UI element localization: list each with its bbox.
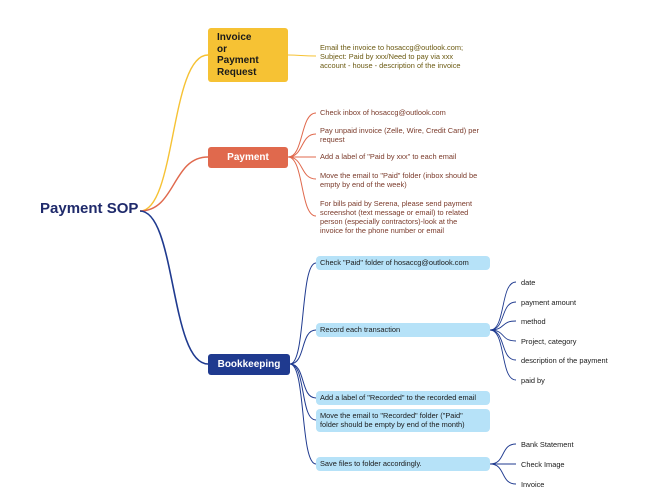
book-item-check-paid-folder: Check "Paid" folder of hosaccg@outlook.c… [316,256,490,270]
connector-root-payment [139,156,209,212]
book-item-record-transaction: Record each transaction [316,323,490,337]
connector-field-2 [489,301,517,331]
branch-invoice-request: Invoice or Payment Request [208,28,288,82]
payment-item-add-label: Add a label of "Paid by xxx" to each ema… [320,152,457,161]
save-target-bank-statement: Bank Statement [521,440,574,449]
connector-book-item-5 [289,363,317,465]
payment-item-move-email: Move the email to "Paid" folder (inbox s… [320,171,478,189]
connector-book-item-4 [289,363,317,421]
record-field-description: description of the payment [521,356,608,365]
payment-item-check-inbox: Check inbox of hosaccg@outlook.com [320,108,446,117]
record-field-method: method [521,317,546,326]
book-item-add-recorded-label: Add a label of "Recorded" to the recorde… [316,391,490,405]
connector-field-3 [489,320,517,331]
save-target-invoice: Invoice [521,480,545,489]
connector-payment-item-4 [287,156,317,180]
connector-invoice-item [287,54,317,57]
record-field-payment-amount: payment amount [521,298,577,307]
invoice-item-email-instructions: Email the invoice to hosaccg@outlook.com… [320,43,464,70]
connector-book-item-2 [289,329,317,365]
branch-payment-label: Payment [227,152,269,163]
save-target-check-image: Check Image [521,460,565,469]
connector-book-item-1 [289,262,317,365]
record-field-project-category: Project, category [521,337,577,346]
branch-payment: Payment [208,147,288,168]
connector-root-invoice [139,54,209,212]
connector-payment-item-2 [287,133,317,158]
connector-root-bookkeeping [139,210,209,365]
record-field-date: date [521,278,536,287]
connector-field-1 [489,281,517,331]
root-topic-title: Payment SOP [40,200,139,217]
connector-payment-item-1 [287,112,317,158]
record-field-paid-by: paid by [521,376,545,385]
connector-payment-item-5 [287,156,317,217]
branch-bookkeeping: Bookkeeping [208,354,290,375]
connector-save-1 [489,443,517,465]
payment-item-pay-invoice: Pay unpaid invoice (Zelle, Wire, Credit … [320,126,479,144]
payment-item-serena-bills: For bills paid by Serena, please send pa… [320,199,473,235]
book-item-move-to-recorded: Move the email to "Recorded" folder ("Pa… [316,409,490,432]
connector-field-6 [489,329,517,381]
connector-save-3 [489,463,517,485]
branch-bookkeeping-label: Bookkeeping [217,359,281,370]
branch-invoice-label: Invoice or Payment Request [217,32,259,78]
book-item-save-files: Save files to folder accordingly. [316,457,490,471]
